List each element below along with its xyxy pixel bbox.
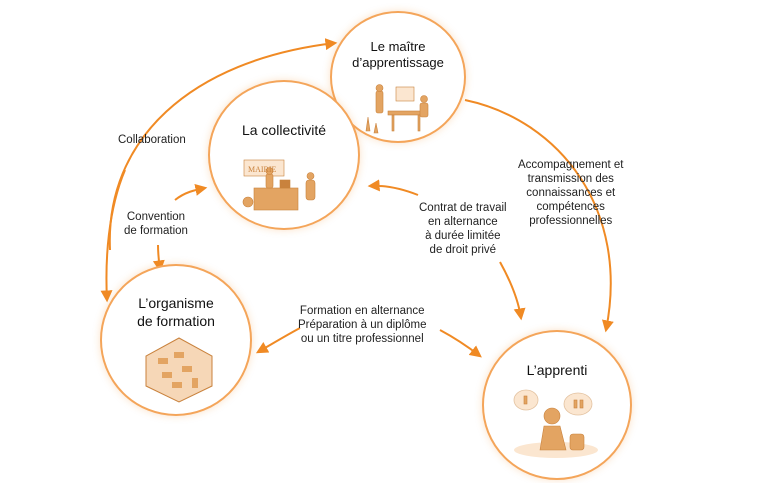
convention-line1: Convention (126, 211, 186, 223)
collectivite-title: La collectivité (241, 122, 327, 138)
contrat-line4: de droit privé (429, 244, 497, 256)
node-organisme-formation: L’organisme de formation (100, 264, 252, 416)
maitre-title-line2: d’apprentissage (352, 55, 444, 70)
organisme-title-line2: de formation (137, 313, 215, 329)
label-collaboration: Collaboration (118, 134, 186, 146)
convention-arrow-up (174, 183, 208, 201)
mairie-sign: MAIRIE (248, 165, 277, 174)
contrat-line2: en alternance (427, 216, 498, 228)
formation-line2: Préparation à un diplôme (298, 319, 427, 331)
accomp-line3: connaissances et (526, 187, 616, 199)
town-hall-illustration: MAIRIE (242, 159, 316, 211)
organisme-title-line1: L’organisme (138, 295, 214, 311)
accomp-line2: transmission des (527, 173, 614, 185)
convention-line2: de formation (124, 225, 188, 237)
accomp-line4: compétences (536, 201, 605, 213)
label-formation: Formation en alternance Préparation à un… (298, 304, 427, 346)
office-illustration (365, 84, 429, 134)
accomp-line5: professionnelles (529, 215, 613, 227)
formation-arrow-right (439, 329, 482, 358)
apprentice-illustration (513, 389, 598, 458)
classroom-illustration (145, 337, 213, 403)
formation-line3: ou un titre professionnel (300, 333, 424, 345)
maitre-title-line1: Le maître (370, 39, 426, 54)
collaboration-arrow-down (100, 169, 126, 303)
label-contrat: Contrat de travail en alternance à durée… (419, 201, 507, 257)
formation-arrow-left (255, 327, 301, 354)
apprenti-title: L’apprenti (526, 362, 588, 378)
accompagnement-arrow (464, 99, 614, 333)
node-maitre-apprentissage: Le maître d’apprentissage (330, 11, 466, 143)
node-collectivite: La collectivité MAIRIE (208, 80, 360, 230)
formation-line1: Formation en alternance (299, 305, 425, 317)
contrat-line3: à durée limitée (425, 230, 501, 242)
contrat-line1: Contrat de travail (419, 202, 507, 214)
label-convention: Convention de formation (124, 210, 188, 238)
contrat-arrow-down (499, 261, 526, 321)
node-apprenti: L’apprenti (482, 330, 632, 480)
contrat-arrow-left (367, 179, 419, 196)
label-accompagnement: Accompagnement et transmission des conna… (518, 158, 623, 228)
accomp-line1: Accompagnement et (518, 159, 624, 171)
